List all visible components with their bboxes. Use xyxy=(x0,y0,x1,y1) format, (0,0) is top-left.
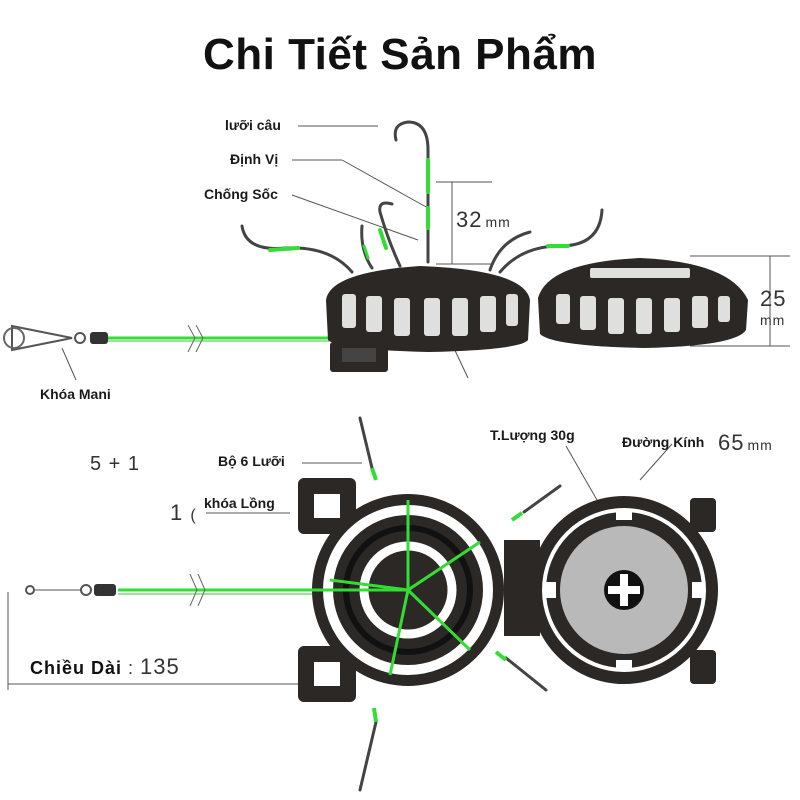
dim-length: Chiều Dài : 135 xyxy=(30,654,180,679)
dim-cage-height: 25 mm xyxy=(760,286,787,328)
label-clip: Khóa Mani xyxy=(40,386,111,402)
label-diameter: Đường Kính xyxy=(622,434,705,450)
label-cage-lock: khóa Lồng xyxy=(204,495,275,511)
cage-side-left xyxy=(326,266,530,372)
cage-top-left xyxy=(298,416,562,792)
leader-line-top xyxy=(25,573,312,607)
label-weight: T.Lượng 30g xyxy=(490,427,575,443)
page-title: Chi Tiết Sản Phẩm xyxy=(203,30,597,79)
leader-line-side xyxy=(3,324,330,353)
callout-lines xyxy=(61,125,790,381)
cage-top-right xyxy=(530,496,718,684)
label-hook: lưỡi câu xyxy=(225,117,281,133)
label-positioner: Định Vị xyxy=(230,151,279,167)
label-length: Chiều Dài xyxy=(30,658,123,678)
hook-set-count: 5 + 1 xyxy=(90,453,141,475)
lock-count: 1 ( xyxy=(170,500,197,525)
label-hook-set: Bộ 6 Lưỡi xyxy=(218,453,285,469)
hooks-side xyxy=(240,120,604,274)
label-shock: Chống Sốc xyxy=(204,186,278,202)
cage-side-right xyxy=(538,258,748,348)
